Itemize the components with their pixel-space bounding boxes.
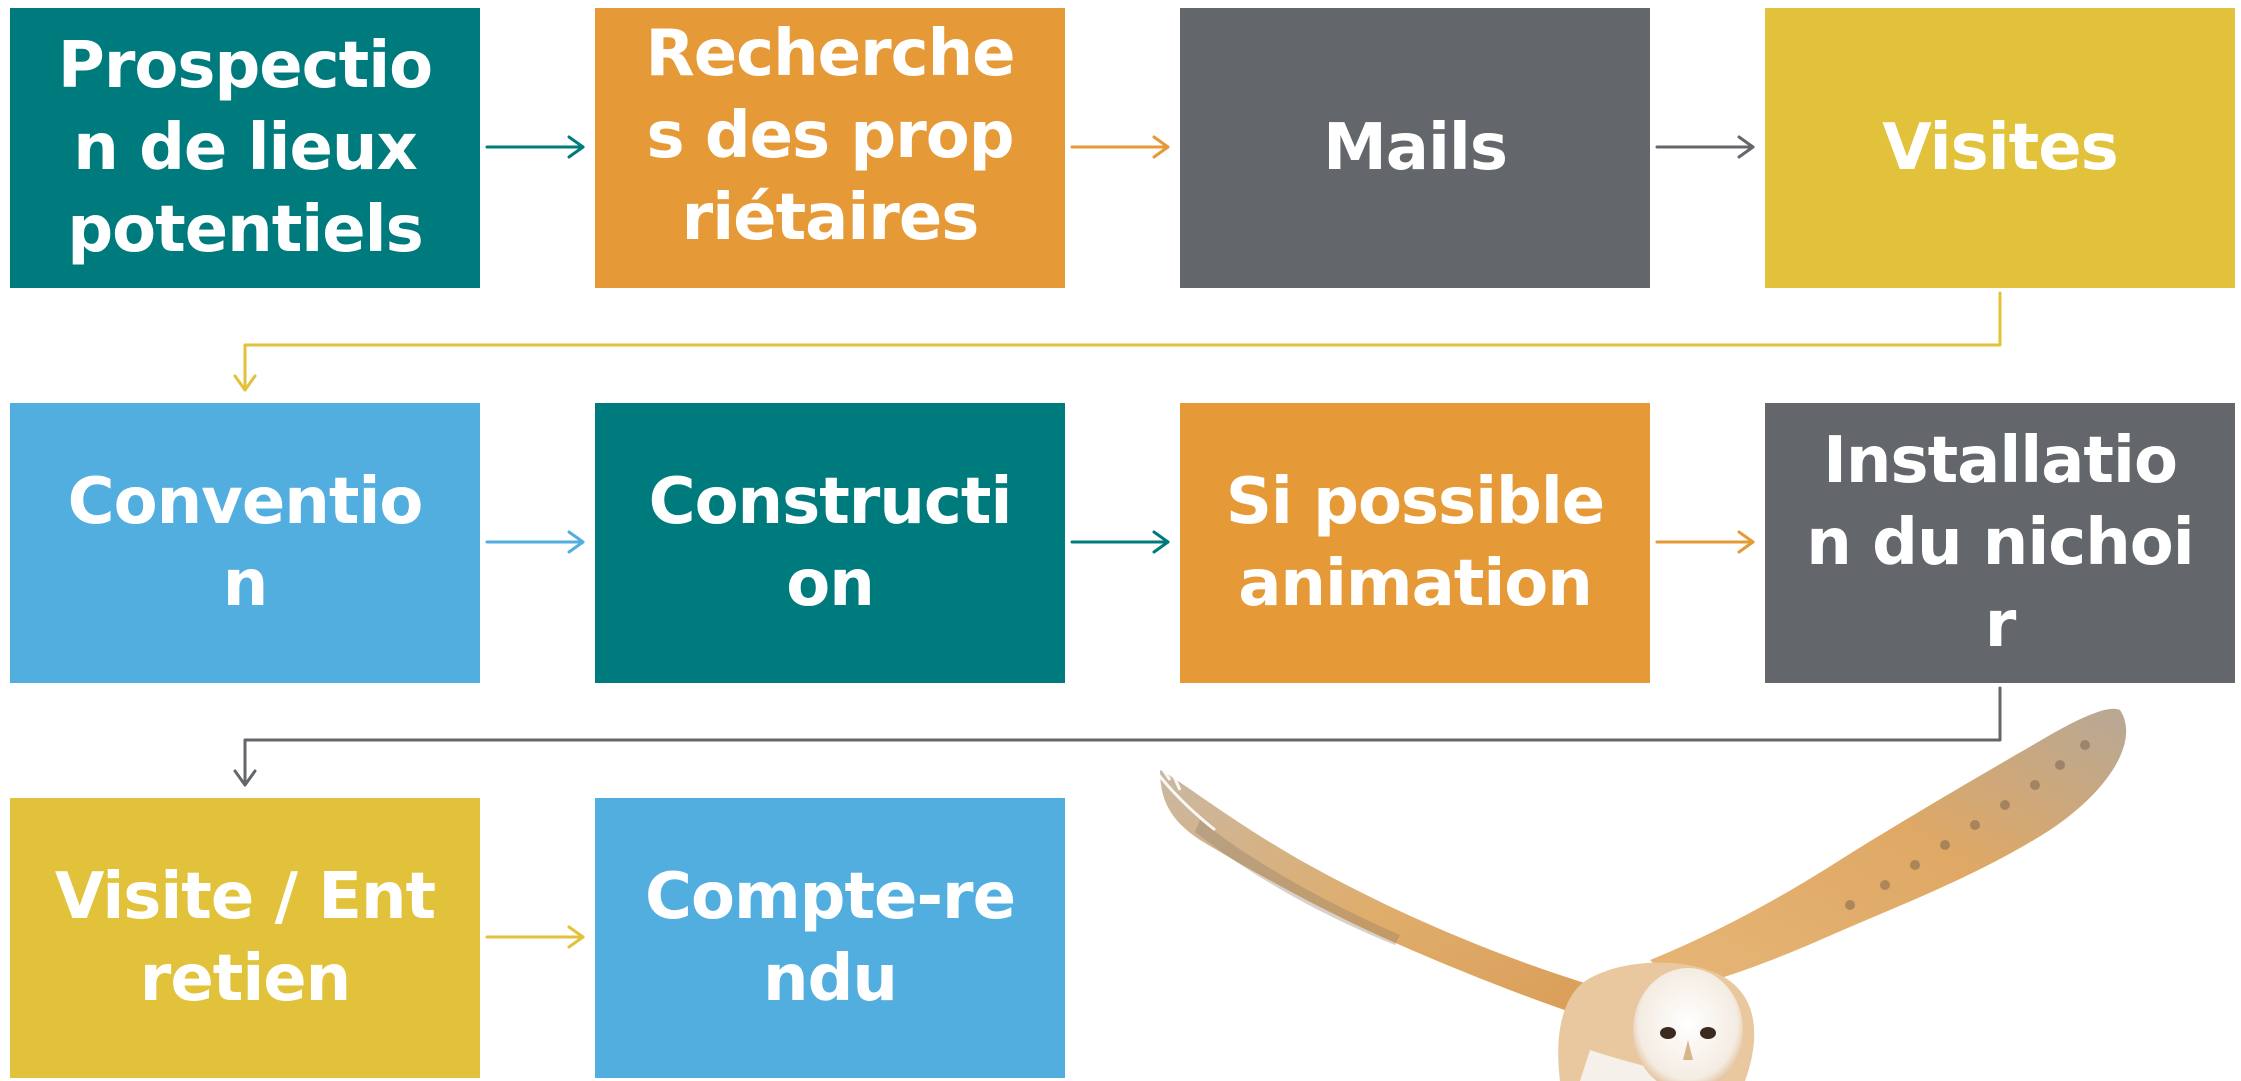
step-convention: Convention: [10, 403, 480, 683]
step-label: Visite / Entretien: [54, 860, 436, 1016]
step-label: Visites: [1882, 111, 2118, 185]
arrow-4-5: [233, 291, 2002, 392]
arrow-9-10: [485, 925, 585, 949]
step-label: Mails: [1323, 111, 1508, 185]
step-mails: Mails: [1180, 8, 1650, 288]
arrow-1-2: [485, 135, 585, 159]
step-construction: Construction: [595, 403, 1065, 683]
step-label: Construction: [648, 465, 1013, 621]
arrow-7-8: [1655, 530, 1755, 554]
step-visites: Visites: [1765, 8, 2235, 288]
arrow-3-4: [1655, 135, 1755, 159]
arrow-2-3: [1070, 135, 1170, 159]
arrow-5-6: [485, 530, 585, 554]
arrow-6-7: [1070, 530, 1170, 554]
step-prospection: Prospection de lieux potentiels: [10, 8, 480, 288]
step-visite-entretien: Visite / Entretien: [10, 798, 480, 1078]
step-label: Recherches des propriétaires: [645, 17, 1015, 255]
step-label: Si possible animation: [1225, 465, 1605, 621]
step-animation: Si possible animation: [1180, 403, 1650, 683]
step-recherches-proprietaires: Recherches des propriétaires: [595, 8, 1065, 288]
step-label: Compte-rendu: [645, 860, 1016, 1016]
step-compte-rendu: Compte-rendu: [595, 798, 1065, 1078]
step-label: Installation du nichoir: [1806, 424, 2194, 662]
step-label: Convention: [67, 465, 424, 621]
step-installation-nichoir: Installation du nichoir: [1765, 403, 2235, 683]
step-label: Prospection de lieux potentiels: [57, 29, 433, 267]
arrow-8-9: [233, 686, 2002, 787]
